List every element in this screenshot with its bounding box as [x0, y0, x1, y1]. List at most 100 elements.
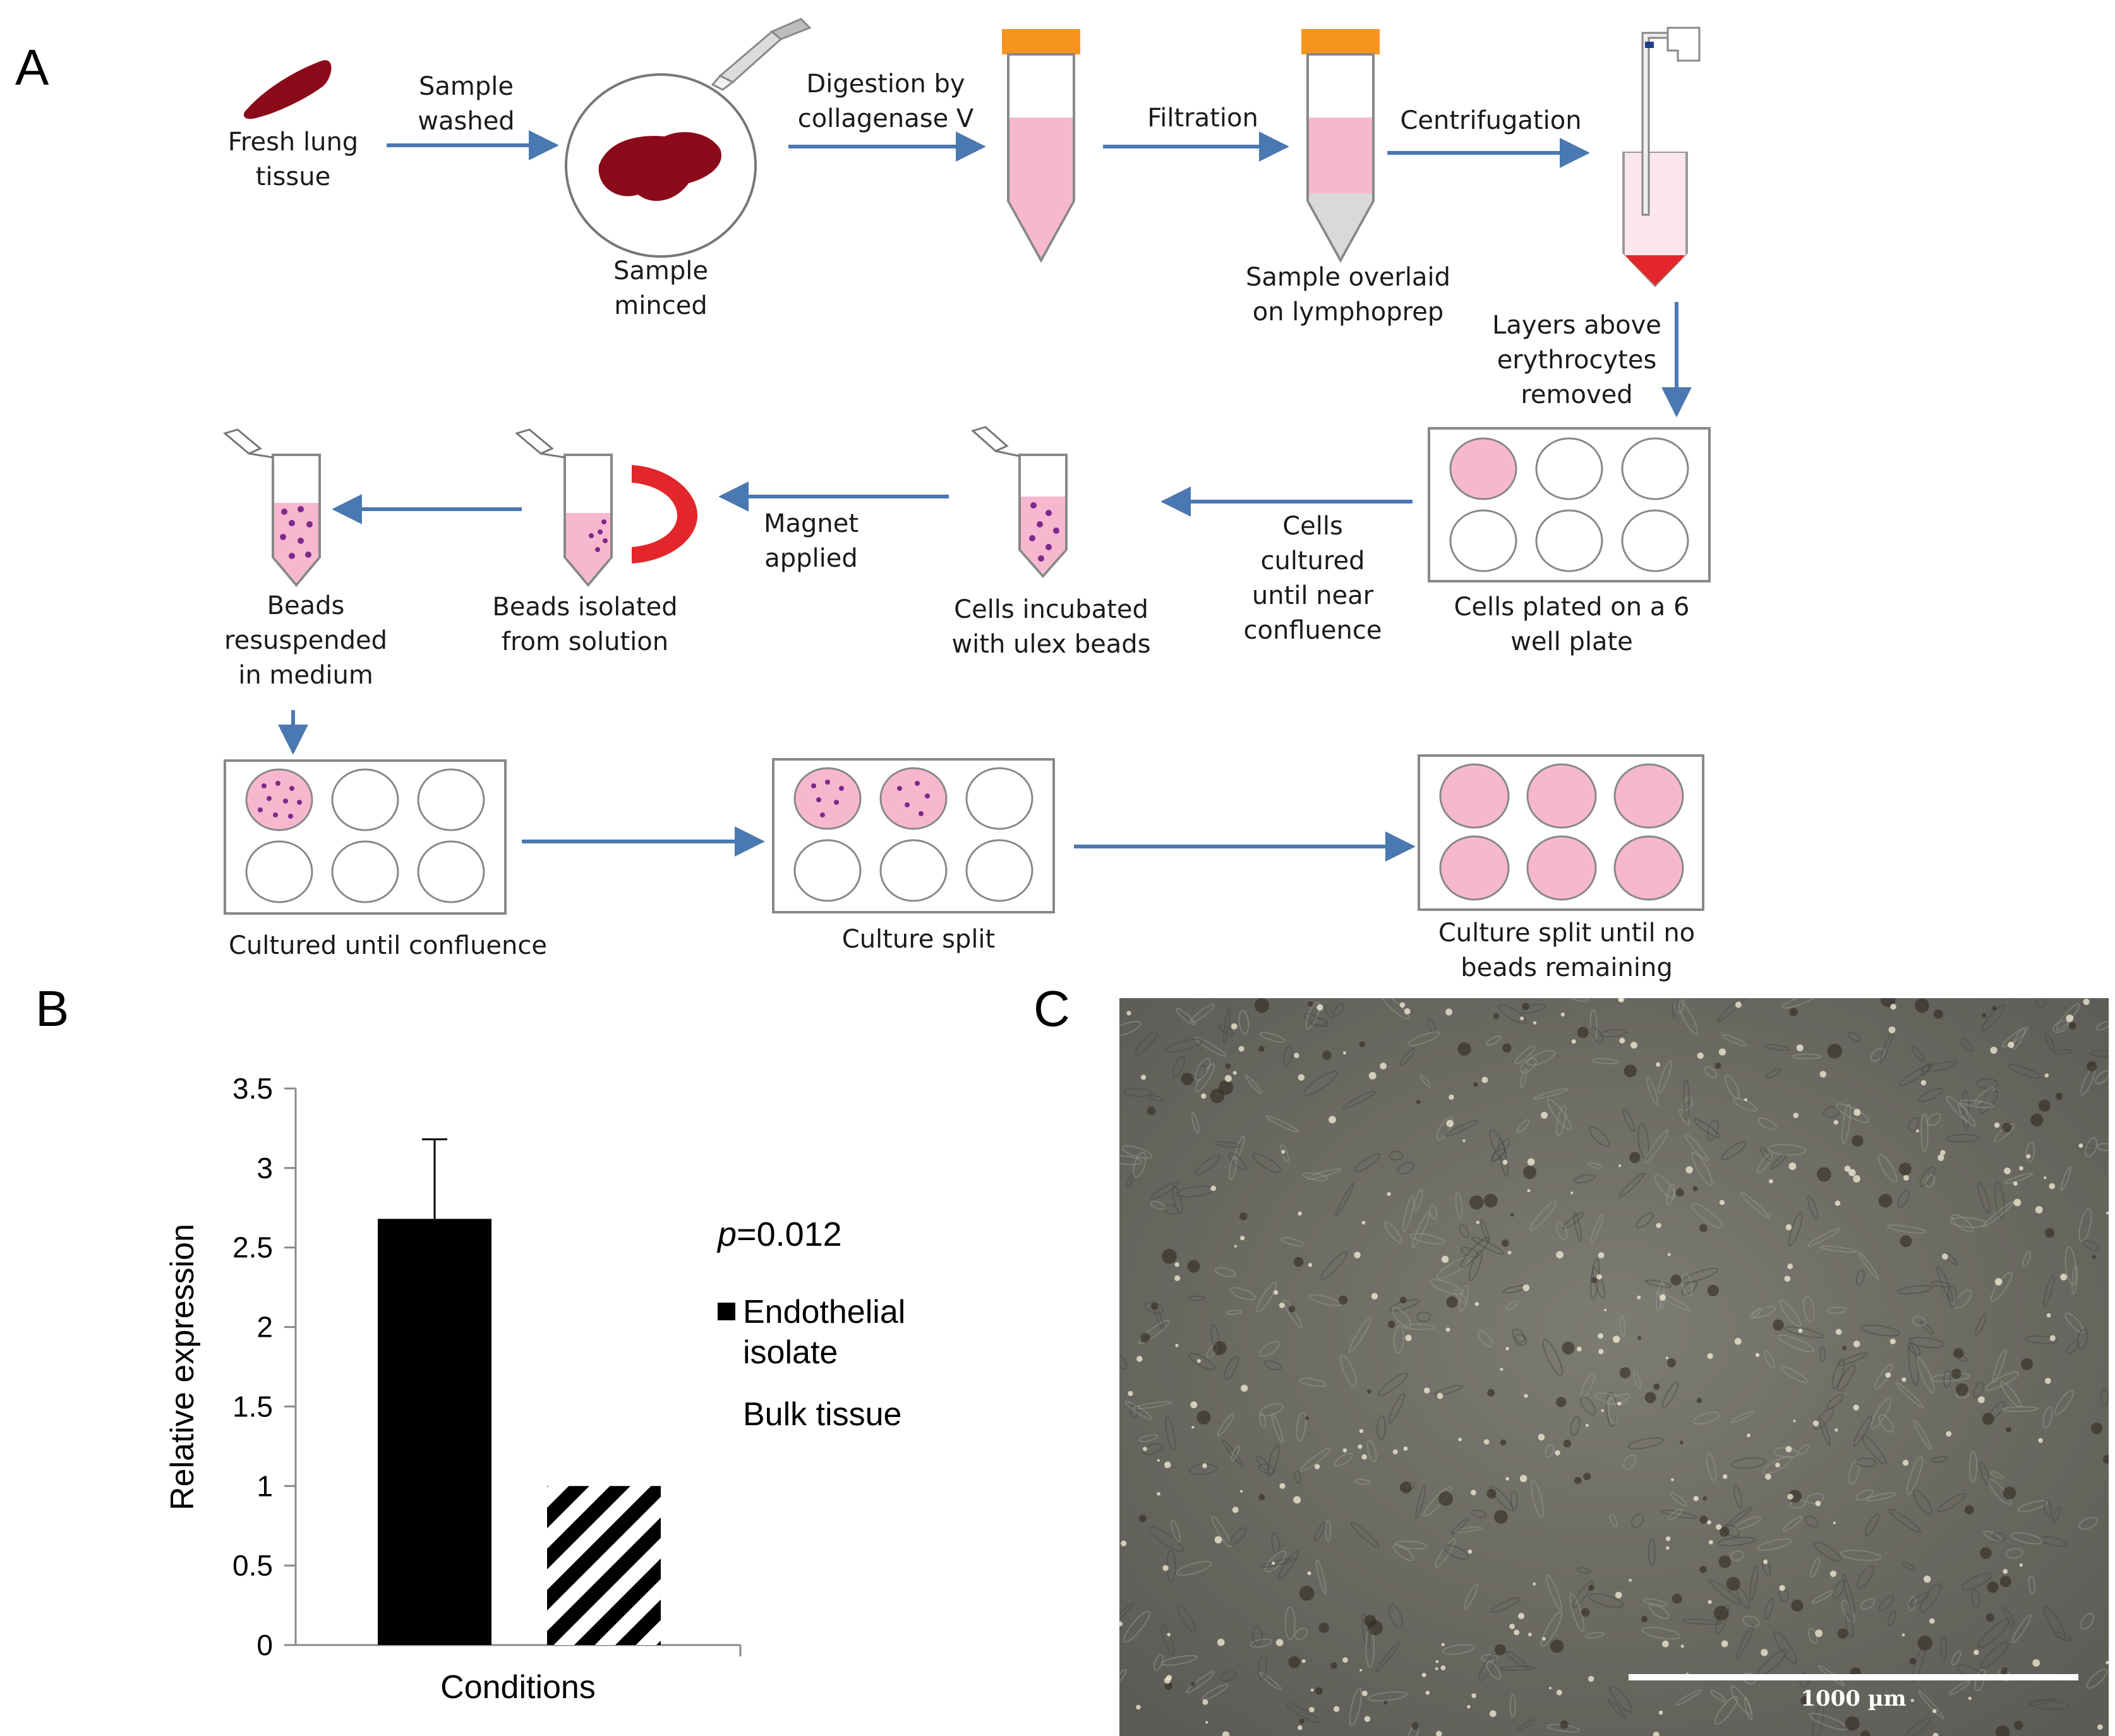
cell-shape [1949, 1680, 1971, 1696]
label-line: minced [614, 291, 707, 320]
cell-highlight [1317, 1004, 1323, 1011]
cell-shape [1812, 1703, 1824, 1736]
label-line: Sample [419, 72, 514, 101]
cell-debris [1951, 1368, 1961, 1379]
cell-shape [1119, 1021, 1142, 1037]
cell-shape [1592, 1267, 1606, 1299]
cell-highlight [1271, 1561, 1275, 1565]
cell-shape [2054, 1389, 2075, 1415]
cell-highlight [2044, 1176, 2047, 1179]
cell-debris [1788, 1490, 1802, 1503]
cell-debris [1367, 1389, 1372, 1394]
cell-highlight [2032, 1659, 2040, 1667]
cell-shape [1985, 1371, 2019, 1391]
cell-shape [1294, 1470, 1301, 1485]
cell-shape [1186, 1671, 1215, 1694]
cell-debris [1996, 1725, 2010, 1736]
cell-shape [1920, 1321, 1934, 1334]
cell-shape [2044, 1032, 2055, 1052]
label-line: Beads [267, 591, 345, 620]
cell-shape [1468, 1250, 1483, 1281]
cell-debris [1338, 1295, 1348, 1305]
cell-highlight [1404, 1008, 1411, 1015]
cell-highlight [1524, 1394, 1528, 1398]
cell-debris [2103, 1455, 2109, 1464]
cell-shape [1692, 1411, 1720, 1425]
cell-shape [1433, 1385, 1464, 1396]
cell-shape [1683, 1079, 1690, 1120]
cell-shape [1725, 1506, 1753, 1528]
cell-highlight [1571, 1039, 1576, 1044]
cell-highlight [1126, 1010, 1131, 1016]
cell-highlight [1946, 1431, 1952, 1437]
cell-highlight [1556, 1251, 1564, 1259]
label-line: erythrocytes [1497, 346, 1657, 375]
cell-highlight [1140, 1075, 1147, 1080]
cell-highlight [1361, 1691, 1368, 1696]
cell-shape [1546, 1099, 1572, 1131]
cell-highlight [2019, 1563, 2023, 1567]
cell-highlight [1940, 1150, 1946, 1155]
cell-shape [1973, 1381, 1984, 1399]
cell-highlight [1423, 1387, 1430, 1394]
cell-shape [1607, 1397, 1618, 1425]
label-line: Fresh lung [228, 128, 358, 157]
cell-shape [1303, 1071, 1338, 1096]
cell-shape [1757, 1153, 1773, 1174]
cell-highlight [1481, 1076, 1488, 1083]
legend-label-endothelial: Endothelial [743, 1294, 905, 1330]
cell-shape [2066, 1341, 2080, 1354]
cell-shape [1133, 1152, 1147, 1178]
cell-shape [1348, 1317, 1372, 1353]
cell-shape [1191, 1112, 1200, 1135]
cell-highlight [1977, 1396, 1985, 1404]
cell-shape [1648, 1538, 1656, 1567]
cell-shape [2080, 1613, 2094, 1630]
cell-shape [1490, 1485, 1514, 1512]
cell-shape [1684, 1133, 1709, 1162]
cell-highlight [1577, 1346, 1582, 1352]
cell-highlight [1723, 1474, 1728, 1480]
cell-highlight [1232, 1507, 1239, 1514]
cell-highlight [1968, 1696, 1972, 1701]
cell-highlight [1833, 1521, 1836, 1524]
cell-shape [1397, 1162, 1415, 1175]
cell-shape [1804, 1515, 1819, 1528]
cell-debris [1560, 1720, 1569, 1729]
cell-shape [1906, 1456, 1924, 1495]
cell-debris [1164, 1682, 1173, 1691]
cell-shape [2086, 1668, 2108, 1689]
cell-highlight [1240, 1236, 1245, 1241]
cell-shape [1931, 1456, 1948, 1463]
cell-shape [1989, 1471, 2004, 1480]
cell-shape [1124, 1401, 1153, 1420]
cell-shape [2095, 1070, 2109, 1085]
cell-highlight [1361, 1221, 1366, 1225]
cell-shape [1988, 1479, 2011, 1505]
cell-shape [1119, 1668, 1128, 1687]
cell-highlight [2003, 1569, 2008, 1574]
cell-debris [1308, 1001, 1313, 1007]
cell-shape [1202, 1684, 1229, 1701]
cell-shape [1992, 1532, 2007, 1541]
cell-highlight [1309, 1707, 1315, 1713]
cell-highlight [1467, 1704, 1471, 1709]
cell-shape [1486, 1661, 1502, 1680]
cell-debris [1909, 1658, 1917, 1665]
cell-debris [1147, 1106, 1156, 1116]
cell-highlight [1371, 1293, 1378, 1300]
cell-shape [1176, 1561, 1212, 1576]
cell-highlight [1421, 1673, 1426, 1678]
cell-highlight [1932, 1732, 1939, 1736]
cell-shape [1530, 1479, 1545, 1519]
cell-shape [1378, 1372, 1408, 1397]
cell-shape [1855, 1269, 1865, 1286]
cell-highlight [1835, 1329, 1842, 1335]
cell-shape [1813, 1541, 1842, 1562]
cell-shape [1886, 1224, 1927, 1234]
cell-debris [1493, 1510, 1508, 1524]
cell-debris [1457, 1042, 1471, 1056]
cell-highlight [1471, 1490, 1476, 1495]
